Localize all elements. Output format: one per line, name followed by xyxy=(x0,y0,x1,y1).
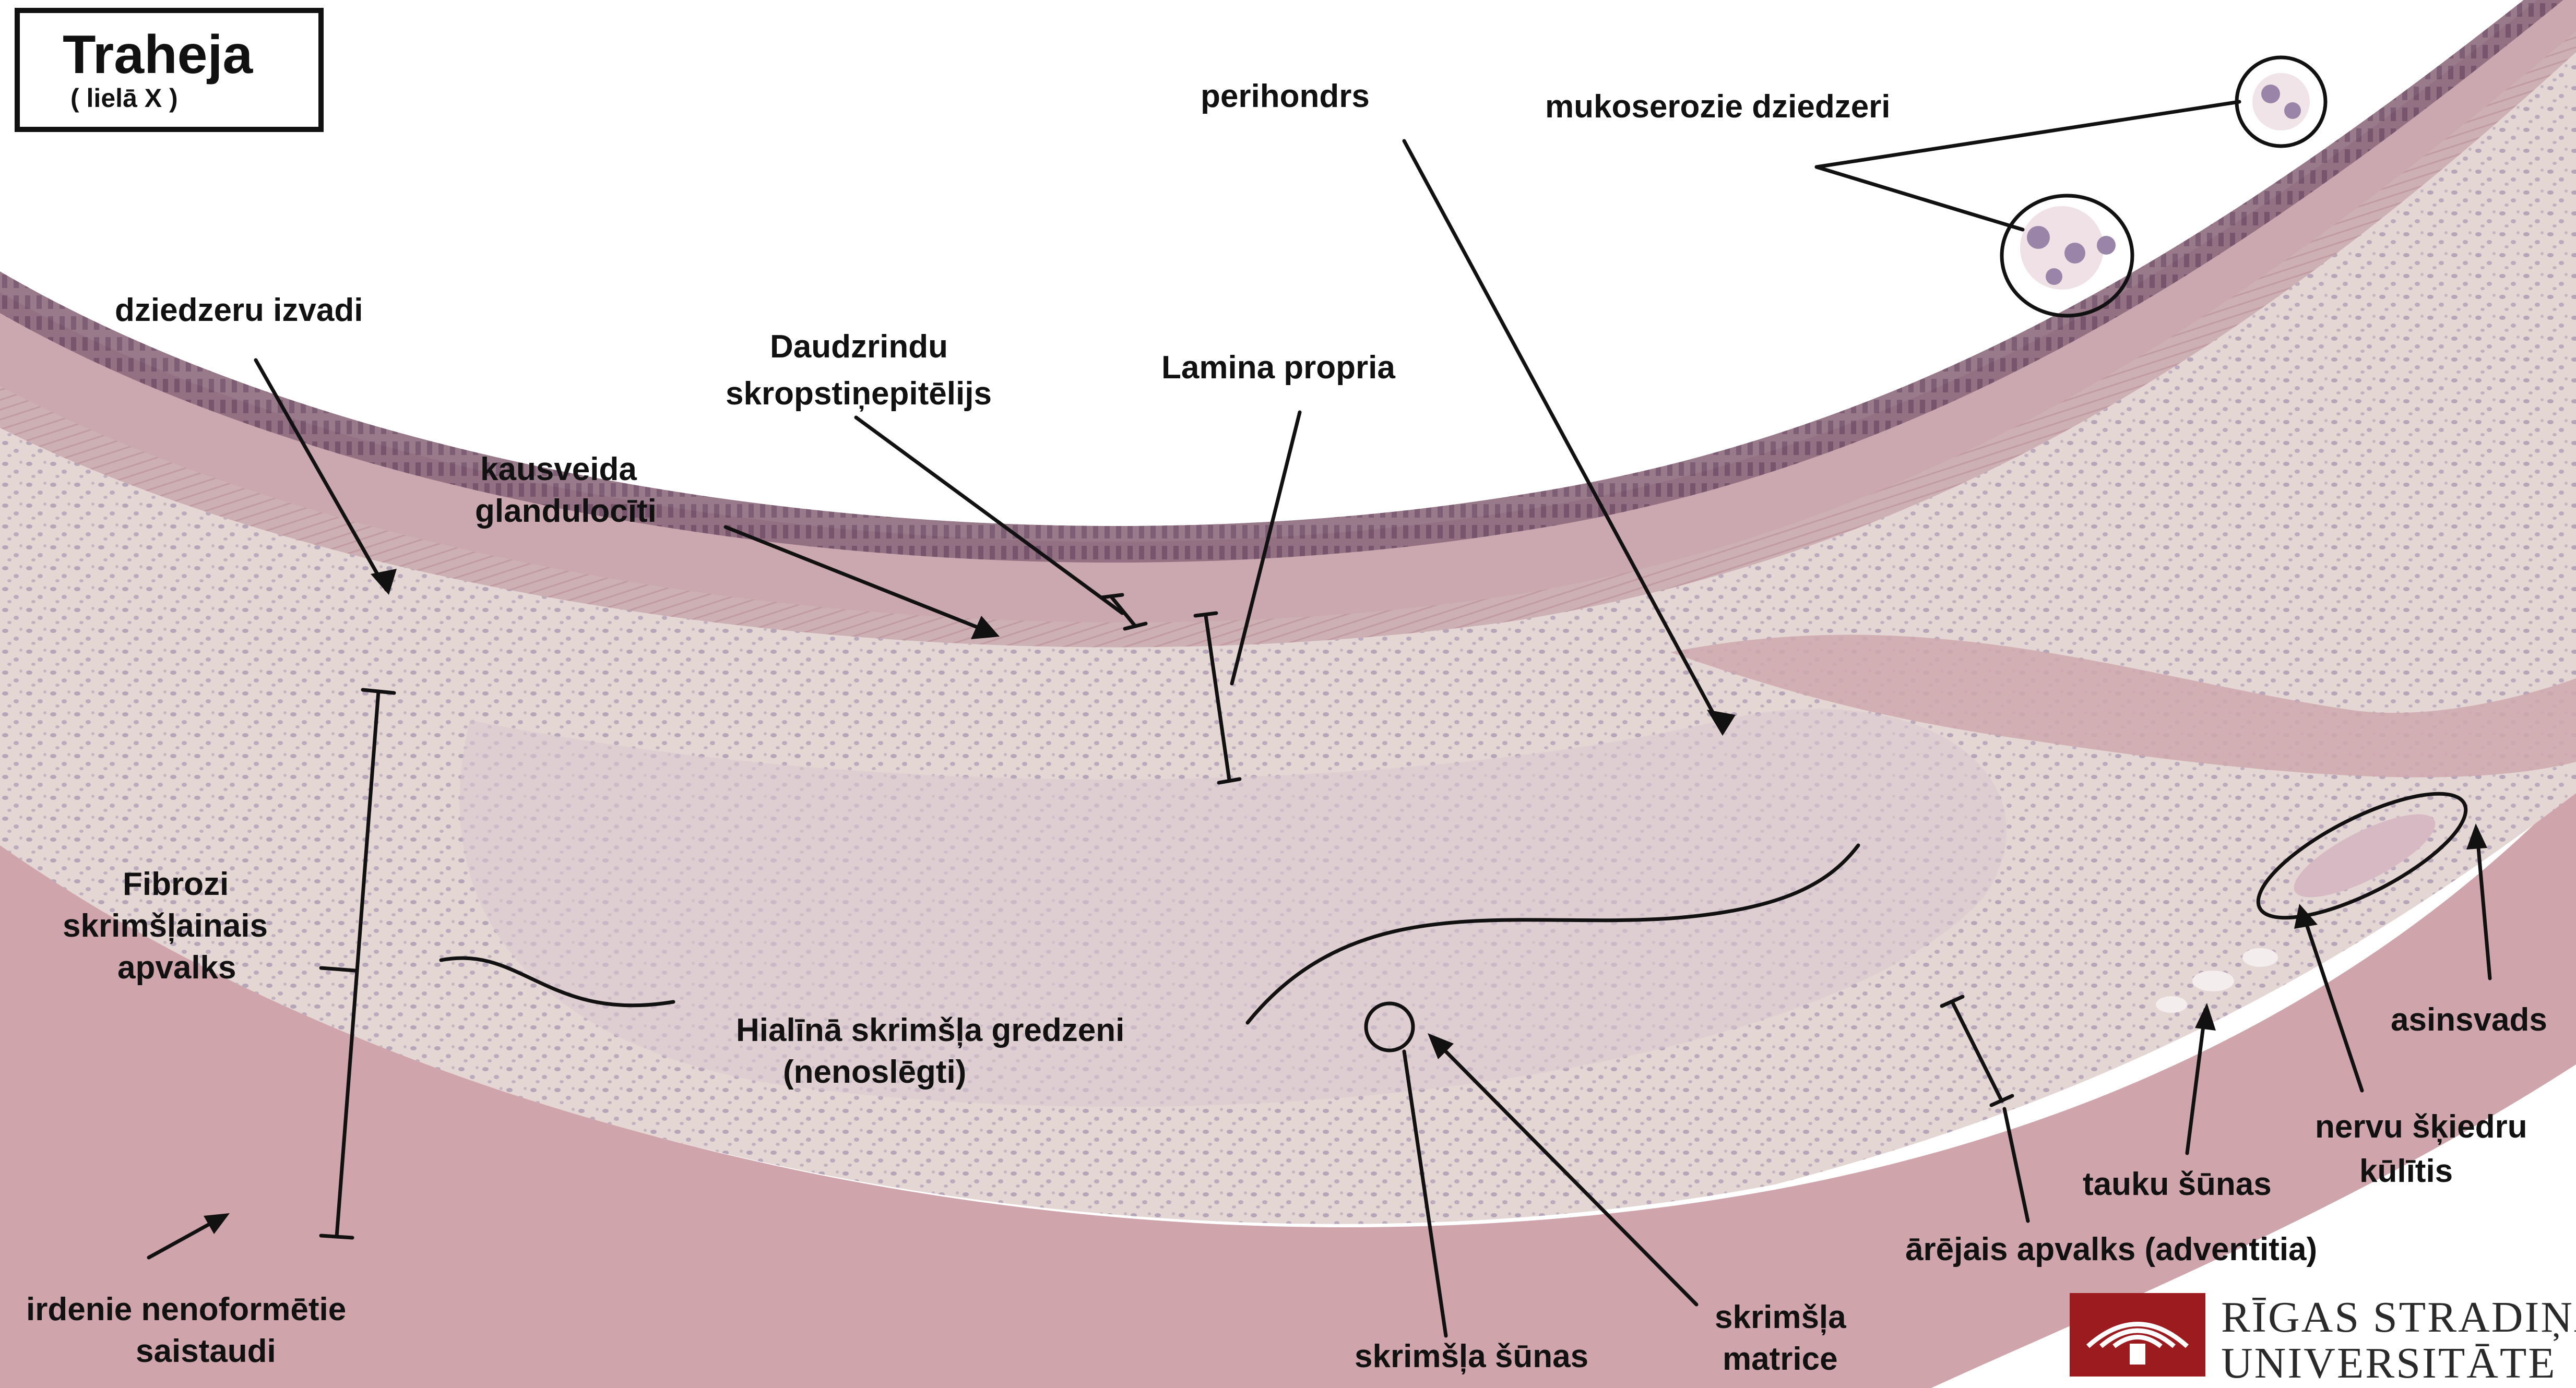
connective-wedge xyxy=(1670,635,2576,777)
label-fibrozi-line1: Fibrozi xyxy=(123,866,229,902)
title-subtitle: ( lielā X ) xyxy=(70,83,178,113)
lamina-propria-tissue xyxy=(0,0,2576,623)
label-skrimsla-sunas: skrimšļa šūnas xyxy=(1355,1338,1588,1374)
label-skrimsla-matrice-line1: skrimšļa xyxy=(1715,1299,1846,1335)
label-kausveida-line2: glandulocīti xyxy=(475,493,657,529)
lumen xyxy=(0,0,2576,526)
adventitia-tissue xyxy=(0,783,2576,1388)
nerve-bundle xyxy=(2294,814,2436,898)
label-perihondrs: perihondrs xyxy=(1201,78,1370,114)
label-daudzrindu-line1: Daudzrindu xyxy=(770,329,948,365)
label-fibrozi-line2: skrimšļainais xyxy=(63,908,268,944)
title-box: Traheja ( lielā X ) xyxy=(15,8,324,132)
label-lamina-propria: Lamina propria xyxy=(1161,350,1395,386)
label-daudzrindu-line2: skropstiņepitēlijs xyxy=(726,376,992,412)
gland-cluster xyxy=(2020,73,2310,290)
label-irdenie-line2: saistaudi xyxy=(136,1333,276,1369)
label-tauku-sunas: tauku šūnas xyxy=(2083,1166,2272,1202)
label-asinsvads: asinsvads xyxy=(2391,1002,2547,1038)
background-lower-right xyxy=(1931,1064,2576,1388)
hyaline-zone xyxy=(459,709,2007,1107)
rsu-logo-line2: UNIVERSITĀTE xyxy=(2221,1339,2557,1387)
cartilage-cell-circle xyxy=(1364,1001,1415,1052)
label-fibrozi-line3: apvalks xyxy=(117,950,236,986)
label-hialina-line1: Hialīnā skrimšļa gredzeni xyxy=(736,1012,1124,1048)
annotations xyxy=(147,55,2492,1338)
labels: perihondrs mukoserozie dziedzeri dziedze… xyxy=(26,78,2547,1377)
label-dziedzeru-izvadi: dziedzeru izvadi xyxy=(115,292,363,328)
rsu-logo-line1: RĪGAS STRADIŅA xyxy=(2221,1293,2576,1342)
gland-circle-upper xyxy=(2235,55,2328,148)
nerve-bundle-circle xyxy=(2256,792,2468,920)
label-arejais-apvalks: ārējais apvalks (adventitia) xyxy=(1905,1231,2317,1267)
label-skrimsla-matrice-line2: matrice xyxy=(1723,1341,1838,1377)
title-main: Traheja xyxy=(63,25,253,85)
label-hialina-line2: (nenoslēgti) xyxy=(783,1054,966,1090)
label-mukoserozie: mukoserozie dziedzeri xyxy=(1545,89,1891,125)
fat-cells xyxy=(2156,948,2278,1013)
rsu-logo: RĪGAS STRADIŅA UNIVERSITĀTE xyxy=(2070,1293,2576,1387)
label-nervu-line1: nervu šķiedru xyxy=(2315,1109,2527,1145)
label-kausveida-line1: kausveida xyxy=(480,451,637,487)
perichondrium-fibres xyxy=(0,21,2576,648)
label-nervu-line2: kūlītis xyxy=(2359,1153,2453,1189)
label-irdenie-line1: irdenie nenoformētie xyxy=(26,1291,346,1327)
gland-circle-lower xyxy=(2000,194,2134,318)
